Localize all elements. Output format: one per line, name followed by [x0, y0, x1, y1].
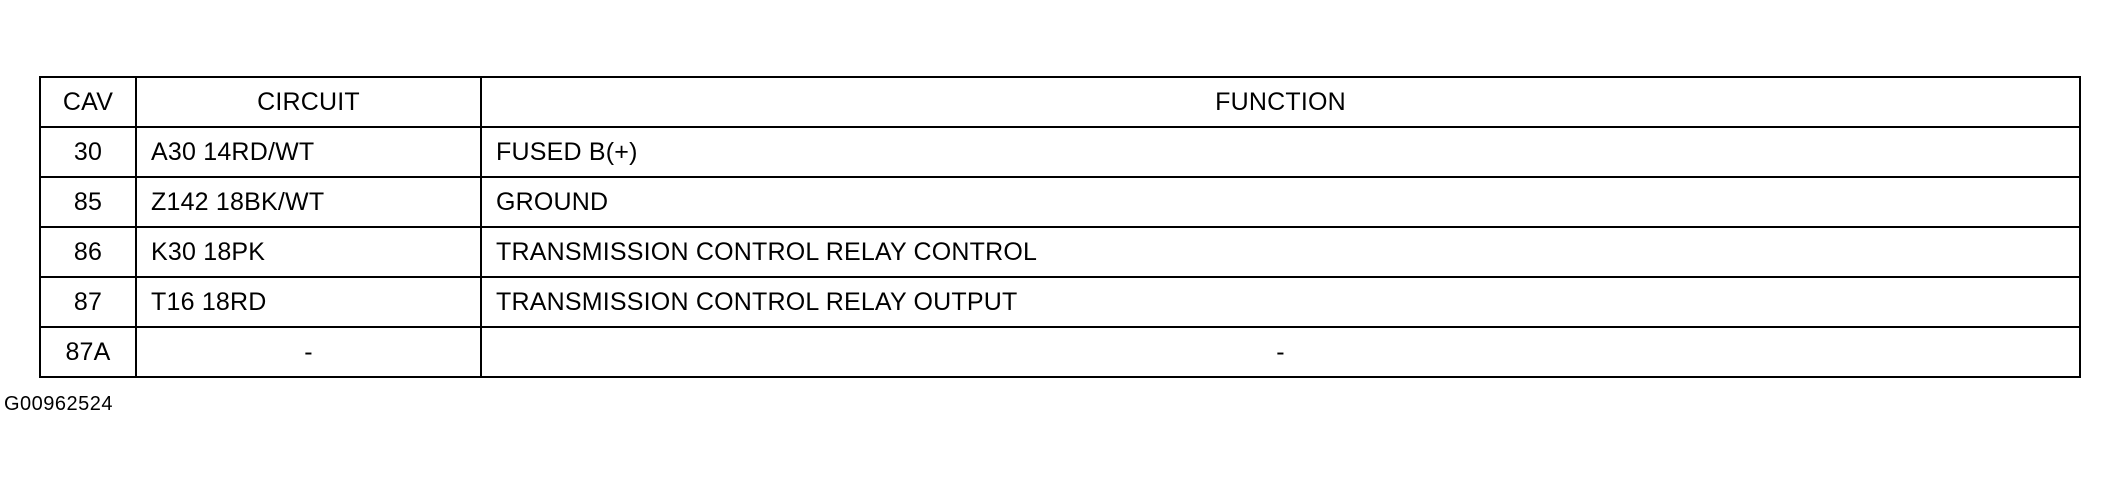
header-function: FUNCTION [480, 76, 2081, 128]
header-cav: CAV [39, 76, 137, 128]
table-row: 86 K30 18PK TRANSMISSION CONTROL RELAY C… [39, 226, 2081, 278]
cell-circuit: A30 14RD/WT [135, 126, 482, 178]
cell-function: FUSED B(+) [480, 126, 2081, 178]
table-row: 30 A30 14RD/WT FUSED B(+) [39, 126, 2081, 178]
table-row: 87 T16 18RD TRANSMISSION CONTROL RELAY O… [39, 276, 2081, 328]
cell-function: TRANSMISSION CONTROL RELAY OUTPUT [480, 276, 2081, 328]
connector-pinout-table: CAV CIRCUIT FUNCTION 30 A30 14RD/WT FUSE… [39, 76, 2081, 378]
header-row: CAV CIRCUIT FUNCTION [39, 76, 2081, 128]
cell-cav: 87A [39, 326, 137, 378]
table-row: 87A - - [39, 326, 2081, 378]
table-body: 30 A30 14RD/WT FUSED B(+) 85 Z142 18BK/W… [39, 126, 2081, 378]
figure-id-label: G00962524 [4, 393, 114, 415]
cell-cav: 87 [39, 276, 137, 328]
cell-circuit: K30 18PK [135, 226, 482, 278]
header-circuit: CIRCUIT [135, 76, 482, 128]
cell-cav: 85 [39, 176, 137, 228]
cell-circuit: Z142 18BK/WT [135, 176, 482, 228]
cell-function: - [480, 326, 2081, 378]
cell-function: TRANSMISSION CONTROL RELAY CONTROL [480, 226, 2081, 278]
cell-cav: 30 [39, 126, 137, 178]
cell-circuit: - [135, 326, 482, 378]
cell-circuit: T16 18RD [135, 276, 482, 328]
cell-cav: 86 [39, 226, 137, 278]
table-header: CAV CIRCUIT FUNCTION [39, 76, 2081, 128]
cell-function: GROUND [480, 176, 2081, 228]
table-row: 85 Z142 18BK/WT GROUND [39, 176, 2081, 228]
